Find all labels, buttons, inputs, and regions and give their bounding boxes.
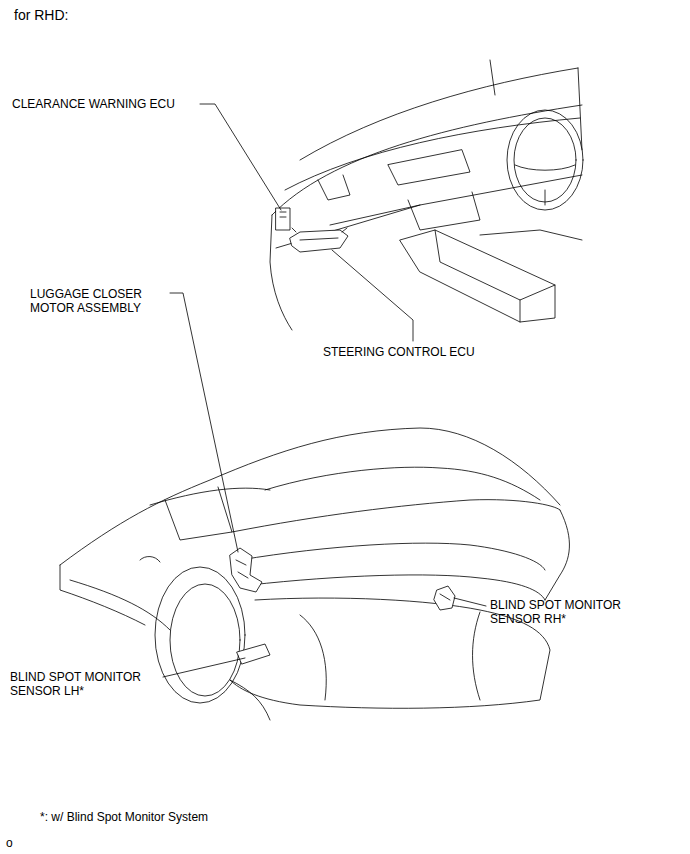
part-name: BLIND SPOT MONITOR SENSOR LH* bbox=[10, 670, 160, 698]
part-name: BLIND SPOT MONITOR SENSOR RH* bbox=[490, 598, 640, 626]
part-name: CLEARANCE WARNING ECU bbox=[12, 97, 175, 111]
page-mark: o bbox=[6, 836, 13, 850]
footnote: *: w/ Blind Spot Monitor System bbox=[40, 810, 208, 824]
part-name: STEERING CONTROL ECU bbox=[323, 345, 475, 359]
drawing-heading: for RHD: bbox=[14, 8, 68, 22]
part-name: LUGGAGE CLOSER MOTOR ASSEMBLY bbox=[30, 287, 165, 315]
